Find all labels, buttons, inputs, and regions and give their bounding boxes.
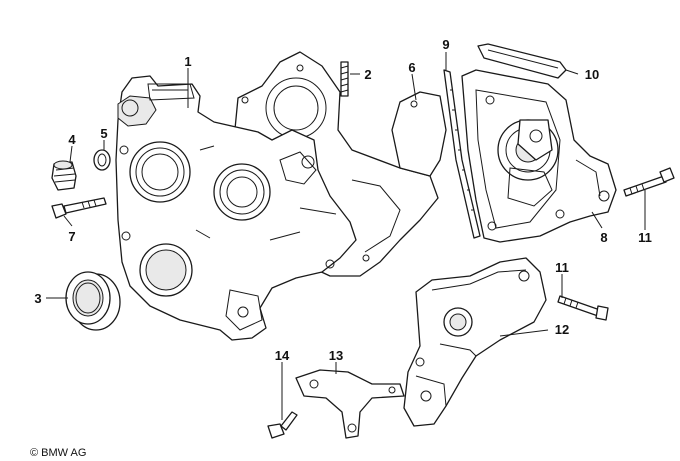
shaft-seal-part-3 — [65, 271, 121, 331]
callout-4: 4 — [68, 132, 76, 147]
callout-6: 6 — [408, 60, 415, 75]
timing-cover-housing-part-1 — [115, 75, 357, 341]
callout-14: 14 — [275, 348, 290, 363]
bracket-part-12 — [403, 257, 547, 427]
leader-lines — [46, 52, 646, 420]
callout-3: 3 — [34, 291, 41, 306]
bolt-part-14 — [267, 411, 298, 439]
callout-11-upper: 11 — [638, 230, 652, 245]
bolt-part-11-lower — [557, 295, 609, 321]
sealing-ring-part-5 — [93, 149, 111, 171]
support-plate-part-13 — [295, 369, 405, 439]
stud-part-2 — [340, 61, 349, 97]
callout-7: 7 — [68, 229, 75, 244]
cover-plate-part-8 — [461, 69, 617, 243]
callout-8: 8 — [600, 230, 607, 245]
callout-13: 13 — [329, 348, 343, 363]
callout-2: 2 — [364, 67, 371, 82]
callout-9: 9 — [442, 37, 449, 52]
bolt-part-11-upper — [623, 167, 675, 197]
callout-1: 1 — [184, 54, 191, 69]
callout-12: 12 — [555, 322, 569, 337]
gasket-strip-part-9 — [443, 69, 481, 239]
callout-10: 10 — [585, 67, 599, 82]
screw-plug-part-4 — [51, 160, 77, 191]
callout-5: 5 — [100, 126, 107, 141]
callout-labels: 1 2 3 4 5 6 7 8 9 10 11 11 12 13 14 — [34, 37, 651, 363]
bolt-part-7 — [51, 197, 107, 219]
copyright-notice: © BMW AG — [30, 447, 86, 459]
callout-11-lower: 11 — [555, 260, 569, 275]
